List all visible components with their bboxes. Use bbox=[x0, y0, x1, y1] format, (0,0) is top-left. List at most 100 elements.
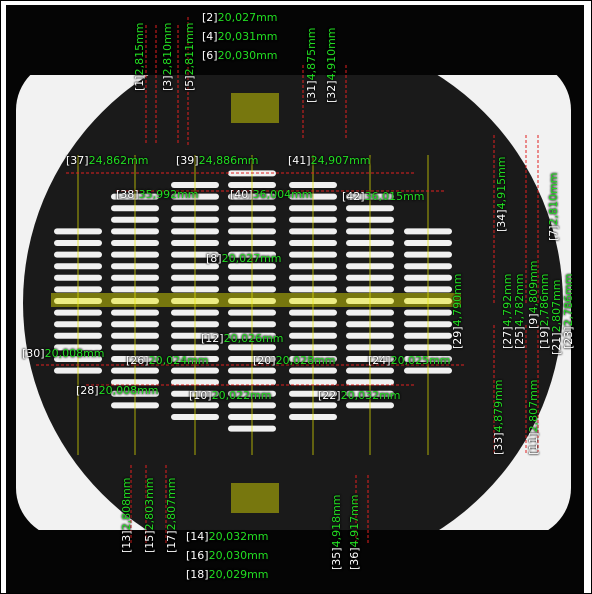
measurement-index: [25] bbox=[513, 326, 526, 349]
measurement-label: [4]20,031mm bbox=[202, 31, 278, 43]
measurement-label: [30]20,008mm bbox=[22, 348, 105, 360]
measurement-label: [26]20,024mm bbox=[126, 355, 209, 367]
measurement-index: [2] bbox=[202, 11, 218, 24]
measurement-index: [5] bbox=[183, 75, 196, 91]
measurement-label: [16]20,030mm bbox=[186, 550, 269, 562]
measurement-label: [2]20,027mm bbox=[202, 12, 278, 24]
measurement-value: 4,875mm bbox=[305, 27, 318, 81]
measurement-index: [15] bbox=[143, 530, 156, 553]
measurement-label: [39]24,886mm bbox=[176, 155, 259, 167]
measurement-index: [7] bbox=[547, 225, 560, 241]
measurement-value: 20,026mm bbox=[223, 332, 284, 345]
measurement-index: [37] bbox=[66, 154, 89, 167]
measurement-label: [35]4,918mm bbox=[330, 494, 343, 570]
measurement-label: [31]4,875mm bbox=[305, 27, 318, 103]
measurement-index: [30] bbox=[22, 347, 45, 360]
measurement-label: [5]2,811mm bbox=[183, 22, 196, 91]
measurement-label: [15]2,803mm bbox=[143, 477, 156, 553]
measurement-index: [29] bbox=[451, 326, 464, 349]
measurement-value: 24,907mm bbox=[310, 154, 371, 167]
measurement-index: [24] bbox=[368, 354, 391, 367]
measurement-label: [33]4,879mm bbox=[492, 379, 505, 455]
measurement-label: [38]35,992mm bbox=[116, 189, 199, 201]
top-guide-band bbox=[231, 93, 279, 123]
measurement-label: [12]20,026mm bbox=[201, 333, 284, 345]
measurement-index: [31] bbox=[305, 80, 318, 103]
measurement-value: 20,030mm bbox=[217, 49, 278, 62]
measurement-value: 20,008mm bbox=[44, 347, 105, 360]
measurement-label: [28]20,008mm bbox=[76, 385, 159, 397]
measurement-label: [37]24,862mm bbox=[66, 155, 149, 167]
measurement-label: [6]20,030mm bbox=[202, 50, 278, 62]
measurement-value: 35,992mm bbox=[138, 188, 199, 201]
measurement-index: [28] bbox=[76, 384, 99, 397]
measurement-value: 2,815mm bbox=[133, 22, 146, 76]
measurement-value: 20,022mm bbox=[211, 389, 272, 402]
measurement-value: 36,015mm bbox=[364, 190, 425, 203]
measurement-label: [14]20,032mm bbox=[186, 531, 269, 543]
measurement-index: [13] bbox=[120, 530, 133, 553]
measurement-value: 20,030mm bbox=[208, 549, 269, 562]
measurement-label: [17]2,807mm bbox=[165, 477, 178, 553]
measurement-index: [8] bbox=[206, 252, 222, 265]
measurement-index: [3] bbox=[161, 75, 174, 91]
measurement-label: [18]20,029mm bbox=[186, 569, 269, 581]
measurement-label: [11]2,807mm bbox=[527, 379, 540, 455]
bottom-guide-band bbox=[231, 483, 279, 513]
measurement-index: [18] bbox=[186, 568, 209, 581]
measurement-viewport[interactable]: [1]2,815mm[2]20,027mm[3]2,810mm[4]20,031… bbox=[6, 5, 584, 593]
measurement-index: [12] bbox=[201, 332, 224, 345]
measurement-value: 20,031mm bbox=[217, 30, 278, 43]
measurement-value: 2,808mm bbox=[120, 477, 133, 531]
measurement-value: 2,786mm bbox=[562, 273, 575, 327]
measurement-value: 24,886mm bbox=[198, 154, 259, 167]
measurement-label: [22]20,032mm bbox=[318, 390, 401, 402]
measurement-label: [29]4,790mm bbox=[451, 273, 464, 349]
measurement-value: 2,810mm bbox=[161, 22, 174, 76]
measurement-index: [14] bbox=[186, 530, 209, 543]
measurement-value: 4,918mm bbox=[330, 494, 343, 548]
measurement-index: [26] bbox=[126, 354, 149, 367]
measurement-index: [4] bbox=[202, 30, 218, 43]
measurement-index: [39] bbox=[176, 154, 199, 167]
measurement-value: 20,025mm bbox=[390, 354, 451, 367]
measurement-index: [6] bbox=[202, 49, 218, 62]
measurement-label: [25]4,782mm bbox=[513, 273, 526, 349]
top-shade bbox=[6, 5, 584, 75]
measurement-value: 20,008mm bbox=[98, 384, 159, 397]
measurement-label: [34]4,915mm bbox=[495, 156, 508, 232]
measurement-value: 4,782mm bbox=[513, 273, 526, 327]
measurement-value: 4,879mm bbox=[492, 379, 505, 433]
measurement-label: [24]20,025mm bbox=[368, 355, 451, 367]
measurement-value: 20,029mm bbox=[208, 568, 269, 581]
measurement-index: [34] bbox=[495, 209, 508, 232]
measurement-index: [42] bbox=[342, 190, 365, 203]
measurement-label: [27]4,792mm bbox=[501, 273, 514, 349]
measurement-value: 20,032mm bbox=[208, 530, 269, 543]
measurement-value: 2,807mm bbox=[165, 477, 178, 531]
measurement-label: [32]4,910mm bbox=[325, 27, 338, 103]
bottom-shade bbox=[6, 530, 584, 593]
measurement-index: [41] bbox=[288, 154, 311, 167]
measurement-index: [10] bbox=[189, 389, 212, 402]
measurement-image bbox=[6, 5, 584, 593]
measurement-index: [16] bbox=[186, 549, 209, 562]
measurement-value: 20,024mm bbox=[148, 354, 209, 367]
measurement-index: [38] bbox=[116, 188, 139, 201]
horizontal-guide-band bbox=[51, 293, 461, 307]
measurement-index: [11] bbox=[527, 432, 540, 455]
measurement-value: 2,810mm bbox=[547, 172, 560, 226]
measurement-value: 4,790mm bbox=[451, 273, 464, 327]
measurement-label: [7]2,810mm bbox=[547, 172, 560, 241]
measurement-label: [1]2,815mm bbox=[133, 22, 146, 91]
measurement-value: 36,004mm bbox=[252, 188, 313, 201]
measurement-value: 20,027mm bbox=[217, 11, 278, 24]
measurement-label: [36]4,917mm bbox=[348, 494, 361, 570]
measurement-value: 4,917mm bbox=[348, 494, 361, 548]
measurement-index: [40] bbox=[230, 188, 253, 201]
measurement-index: [17] bbox=[165, 530, 178, 553]
measurement-index: [1] bbox=[133, 75, 146, 91]
measurement-label: [42]36,015mm bbox=[342, 191, 425, 203]
measurement-value: 2,811mm bbox=[183, 22, 196, 76]
